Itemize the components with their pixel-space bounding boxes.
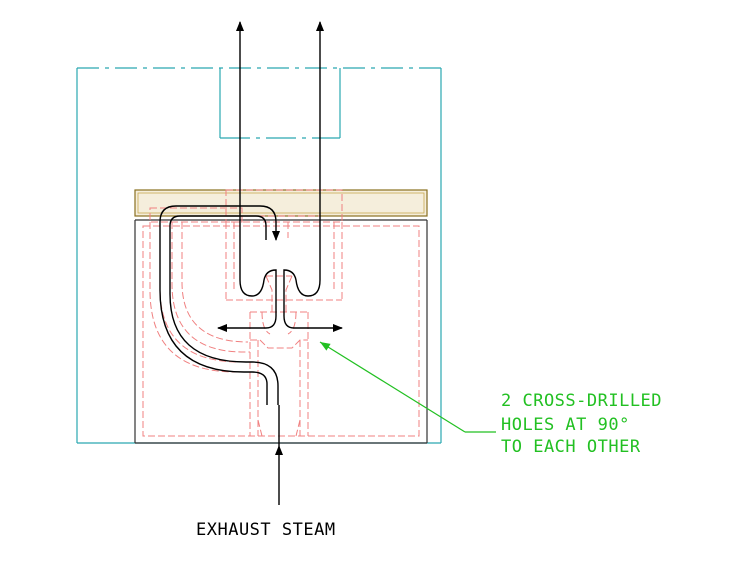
outer-housing-outline bbox=[76, 67, 442, 444]
hidden-internal-passages bbox=[142, 189, 420, 437]
cap-plate bbox=[134, 189, 428, 217]
top-chamber-outline bbox=[219, 68, 341, 139]
steam-flow-paths bbox=[159, 21, 343, 505]
callout-line-1: 2 CROSS-DRILLED bbox=[501, 391, 662, 411]
callout-line-2: HOLES AT 90° bbox=[501, 415, 630, 435]
valve-body-outline bbox=[134, 219, 428, 444]
cap-plate-inner bbox=[137, 192, 425, 214]
exhaust-steam-caption: EXHAUST STEAM bbox=[196, 520, 336, 540]
callout-line-3: TO EACH OTHER bbox=[501, 437, 641, 457]
callout-leader-line bbox=[319, 341, 496, 433]
